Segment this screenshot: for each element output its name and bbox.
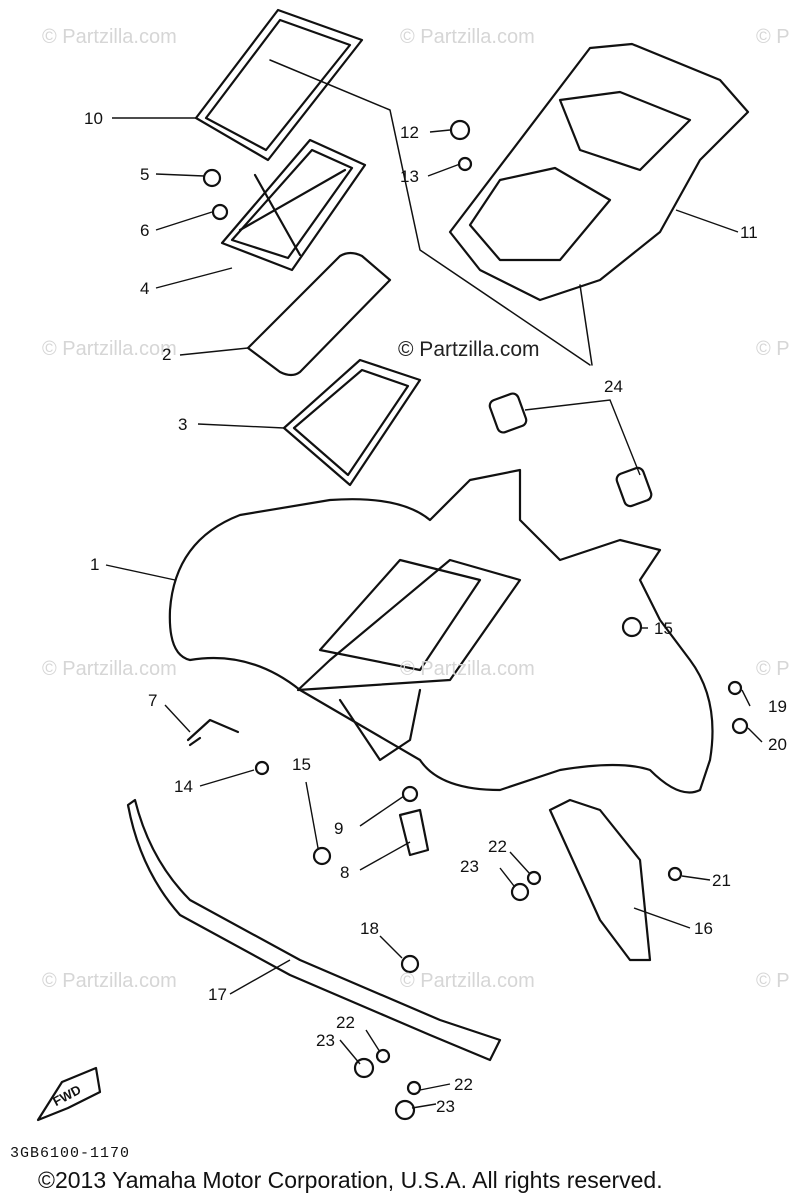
fwd-arrow	[36, 1066, 102, 1122]
watermark: © Partzilla.com	[400, 970, 535, 992]
part-7-hose	[186, 718, 240, 747]
watermark: © Partzilla.com	[42, 970, 177, 992]
watermark: © P	[756, 970, 790, 992]
part-17-brace	[126, 798, 502, 1062]
callout-24: 24	[604, 377, 623, 396]
callout-23b: 23	[316, 1031, 335, 1050]
callout-13: 13	[400, 167, 419, 186]
part-4-cover-frame	[220, 138, 367, 272]
callout-23c: 23	[436, 1097, 455, 1116]
callout-22c: 22	[454, 1075, 473, 1094]
leader-lines	[105, 117, 763, 1109]
callout-9: 9	[334, 819, 344, 838]
callout-15b: 15	[292, 755, 311, 774]
watermark: © P	[756, 338, 790, 360]
callout-22b: 22	[336, 1013, 355, 1032]
callout-22: 22	[488, 837, 507, 856]
callout-21: 21	[712, 871, 731, 890]
callout-20: 20	[768, 735, 787, 754]
part-24-grommet	[615, 466, 653, 508]
watermark: © Partzilla.com	[400, 658, 535, 680]
watermark: © P	[756, 26, 790, 48]
callout-15: 15	[654, 619, 673, 638]
part-11-top-cover	[448, 42, 750, 302]
callout-3: 3	[178, 415, 188, 434]
watermark: © Partzilla.com	[42, 26, 177, 48]
part-24-grommet	[488, 392, 528, 434]
callout-12: 12	[400, 123, 419, 142]
callout-19: 19	[768, 697, 787, 716]
callout-23: 23	[460, 857, 479, 876]
guide-line	[579, 284, 593, 366]
callout-1: 1	[90, 555, 100, 574]
callout-14: 14	[174, 777, 193, 796]
watermark: © Partzilla.com	[42, 338, 177, 360]
part-10-gasket	[194, 8, 364, 162]
callout-2: 2	[162, 345, 172, 364]
watermark: © Partzilla.com	[400, 26, 535, 48]
callout-6: 6	[140, 221, 150, 240]
watermark: © P	[756, 658, 790, 680]
callout-4: 4	[140, 279, 150, 298]
callout-8: 8	[340, 863, 350, 882]
part-1-rear-fender	[168, 468, 714, 794]
callout-11: 11	[740, 223, 758, 242]
diagram-code: 3GB6100-1170	[10, 1145, 131, 1162]
callout-7: 7	[148, 691, 158, 710]
center-watermark: © Partzilla.com	[398, 338, 540, 361]
callout-10: 10	[84, 109, 103, 128]
callout-5: 5	[140, 165, 150, 184]
callout-18: 18	[360, 919, 379, 938]
part-8-fitting	[398, 808, 430, 857]
part-2-pad	[246, 251, 392, 377]
part-3-screen	[282, 358, 422, 487]
callout-17: 17	[208, 985, 227, 1004]
watermark: © Partzilla.com	[42, 658, 177, 680]
guide-line	[269, 59, 591, 366]
callout-16: 16	[694, 919, 713, 938]
part-16-flap	[548, 798, 652, 962]
copyright-notice: ©2013 Yamaha Motor Corporation, U.S.A. A…	[38, 1167, 663, 1193]
